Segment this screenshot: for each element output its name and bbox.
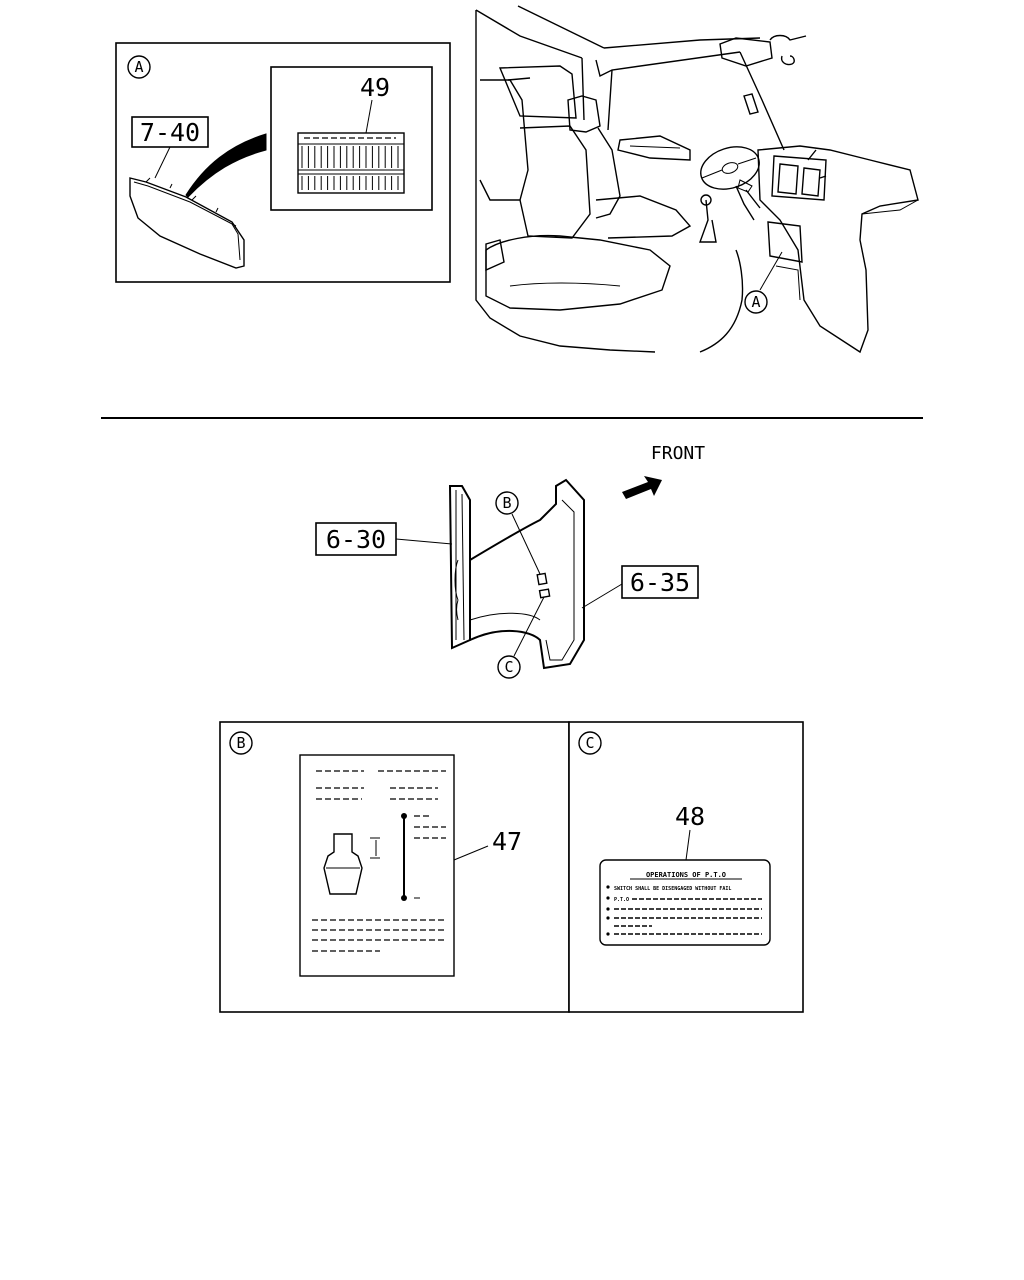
zoom-wedge (185, 133, 267, 198)
cab-interior-illustration: A (475, 5, 919, 354)
callout-a-marker-label: A (751, 293, 760, 311)
part-label-7-40: 7-40 (140, 118, 200, 147)
callout-c-label: C (585, 734, 594, 752)
callout-b-marker-label: B (502, 494, 511, 512)
glove-box-lid (129, 177, 245, 269)
part-label-48: 48 (675, 802, 705, 831)
detail-panel-c: C 48 OPERATIONS OF P.T.O SWITCH SHALL BE… (568, 721, 804, 1013)
part-label-49: 49 (360, 73, 390, 102)
detail-panel-b: B 47 (219, 721, 570, 1013)
detail-panel-a: A 7-40 49 (115, 42, 451, 283)
pto-sticker-line2: P.T.O (614, 897, 629, 903)
front-arrow-icon (622, 476, 662, 499)
front-label: FRONT (651, 443, 705, 464)
callout-a-label: A (134, 58, 143, 76)
pto-operation-sticker: OPERATIONS OF P.T.O SWITCH SHALL BE DISE… (599, 859, 771, 946)
callout-c-marker-label: C (504, 658, 513, 676)
seat-adjust-sticker (299, 754, 455, 977)
pto-sticker-line1: SWITCH SHALL BE DISENGAGED WITHOUT FAIL (614, 886, 731, 892)
pto-sticker-title: OPERATIONS OF P.T.O (646, 871, 726, 879)
part-label-6-30: 6-30 (326, 525, 386, 554)
part-label-6-35: 6-35 (630, 568, 690, 597)
fuse-chart-sticker (297, 132, 405, 194)
callout-b-label: B (236, 734, 245, 752)
door-panel-illustration: FRONT 6-30 6-35 B C (315, 443, 705, 679)
part-label-47: 47 (492, 827, 522, 856)
